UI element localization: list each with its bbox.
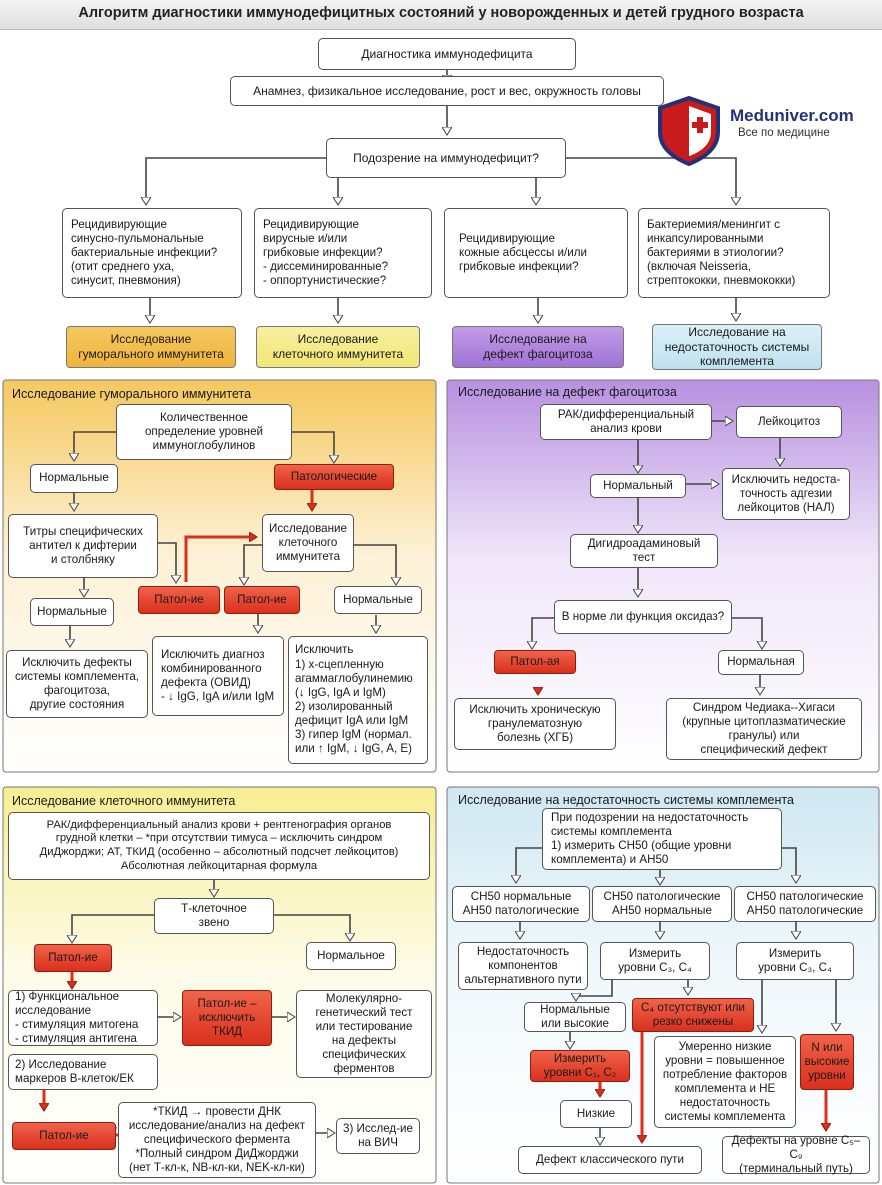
compl-measure-c1c2: Измерить уровни C₁, C₂ (530, 1050, 630, 1082)
cell-molgen: Молекулярно- генетический тест или тести… (296, 990, 432, 1078)
cell-scid: Патол-ие – исключить ТКИД (182, 990, 272, 1046)
shield-cross-icon (658, 96, 720, 166)
humoral-normal-1: Нормальные (30, 464, 118, 493)
cell-functional: 1) Функциональное исследование - стимуля… (8, 990, 158, 1046)
compl-measure-2: Измерить уровни C₃, C₄ (736, 942, 854, 980)
phago-leukocytosis: Лейкоцитоз (736, 406, 842, 438)
page-title: Алгоритм диагностики иммунодефицитных со… (0, 0, 882, 30)
compl-classic: Дефект классического пути (518, 1146, 702, 1174)
cell-patol-2: Патол-ие (12, 1122, 116, 1150)
compl-measure-1: Измерить уровни C₃, C₄ (600, 942, 710, 980)
compl-nhigh: N или высокие уровни (800, 1034, 854, 1090)
section-title-phago: Исследование на дефект фагоцитоза (458, 385, 677, 399)
phago-lad: Исключить недоста- точность адгезии лейк… (722, 468, 850, 520)
compl-case-1: CH50 нормальные AH50 патологические (452, 886, 590, 922)
humoral-cellular-study: Исследование клеточного иммунитета (262, 514, 354, 572)
compl-moderate: Умеренно низкие уровни = повышенное потр… (654, 1036, 796, 1128)
humoral-quant: Количественное определение уровней иммун… (116, 404, 292, 460)
cell-markers: 2) Исследование маркеров В-клеток/ЕК (8, 1054, 158, 1090)
section-title-humoral: Исследование гуморального иммунитета (12, 387, 252, 401)
compl-case-2: CH50 патологические AH50 нормальные (592, 886, 732, 922)
category-cellular[interactable]: Исследование клеточного иммунитета (256, 326, 420, 368)
phago-chediak: Синдром Чедиака--Хигаси (крупные цитопла… (666, 698, 862, 760)
humoral-exclude-3: Исключить 1) х-сцепленную агаммаглобулин… (288, 636, 428, 764)
humoral-normal-2: Нормальные (30, 598, 114, 626)
humoral-pathological: Патологические (274, 464, 394, 490)
compl-terminal: Дефекты на уровне C₅–C₉ (терминальный пу… (722, 1134, 870, 1175)
phago-cgd: Исключить хроническую гранулематозную бо… (454, 698, 616, 750)
humoral-titers: Титры специфических антител к дифтерии и… (8, 514, 158, 578)
compl-normal-high: Нормальные или высокие (524, 1002, 626, 1032)
compl-start: При подозрении на недостаточность систем… (542, 808, 782, 870)
start-box: Диагностика иммунодефицита (318, 38, 576, 70)
branch-question-cellular: Рецидивирующие вирусные и/или грибковые … (254, 208, 432, 298)
phago-cbc: РАК/дифференциальный анализ крови (540, 404, 712, 440)
phago-oxidase: В норме ли функция оксидаз? (554, 600, 732, 634)
branch-question-phago: Рецидивирующие кожные абсцессы и/или гри… (444, 208, 628, 298)
phago-patol: Патол-ая (494, 650, 576, 674)
compl-alt: Недостаточность компонентов альтернативн… (458, 942, 588, 990)
humoral-patol-a: Патол-ие (138, 586, 220, 614)
category-phago[interactable]: Исследование на дефект фагоцитоза (452, 326, 624, 368)
cell-dna: *ТКИД → провести ДНК исследование/анализ… (118, 1102, 316, 1178)
cell-hiv: 3) Исслед-ие на ВИЧ (336, 1118, 420, 1154)
cell-cbc: РАК/дифференциальный анализ крови + рент… (8, 812, 430, 880)
phago-dhr: Дигидроадаминовый тест (570, 534, 718, 568)
humoral-exclude-2: Исключить диагноз комбинированного дефек… (152, 636, 284, 716)
compl-c4-absent: C₄ отсутствуют или резко снижены (632, 998, 754, 1032)
humoral-exclude-1: Исключить дефекты системы комплемента, ф… (6, 650, 148, 718)
section-title-compl: Исследование на недостаточность системы … (458, 793, 794, 807)
cell-tcell: Т-клеточное звено (154, 898, 274, 934)
phago-normal-2: Нормальная (718, 650, 804, 675)
section-title-cell: Исследование клеточного иммунитета (12, 794, 236, 808)
logo-tagline: Все по медицине (738, 127, 830, 139)
cell-normal: Нормальное (306, 942, 396, 970)
compl-low: Низкие (560, 1100, 632, 1128)
category-compl[interactable]: Исследование на недостаточность системы … (652, 324, 822, 370)
site-logo[interactable]: Meduniver.com Все по медицине (656, 96, 871, 166)
branch-question-compl: Бактериемия/менингит с инкапсулированным… (638, 208, 830, 298)
compl-case-3: CH50 патологические AH50 патологические (734, 886, 876, 922)
suspicion-box: Подозрение на иммунодефицит? (326, 138, 566, 178)
phago-normal: Нормальный (590, 474, 686, 498)
humoral-patol-b: Патол-ие (224, 586, 300, 614)
history-box: Анамнез, физикальное исследование, рост … (230, 76, 664, 106)
branch-question-humoral: Рецидивирующие синусно-пульмональные бак… (62, 208, 242, 298)
humoral-normal-3: Нормальные (334, 586, 422, 614)
category-humoral[interactable]: Исследование гуморального иммунитета (66, 326, 236, 368)
logo-name: Meduniver.com (730, 106, 854, 125)
cell-patol-1: Патол-ие (34, 944, 112, 972)
